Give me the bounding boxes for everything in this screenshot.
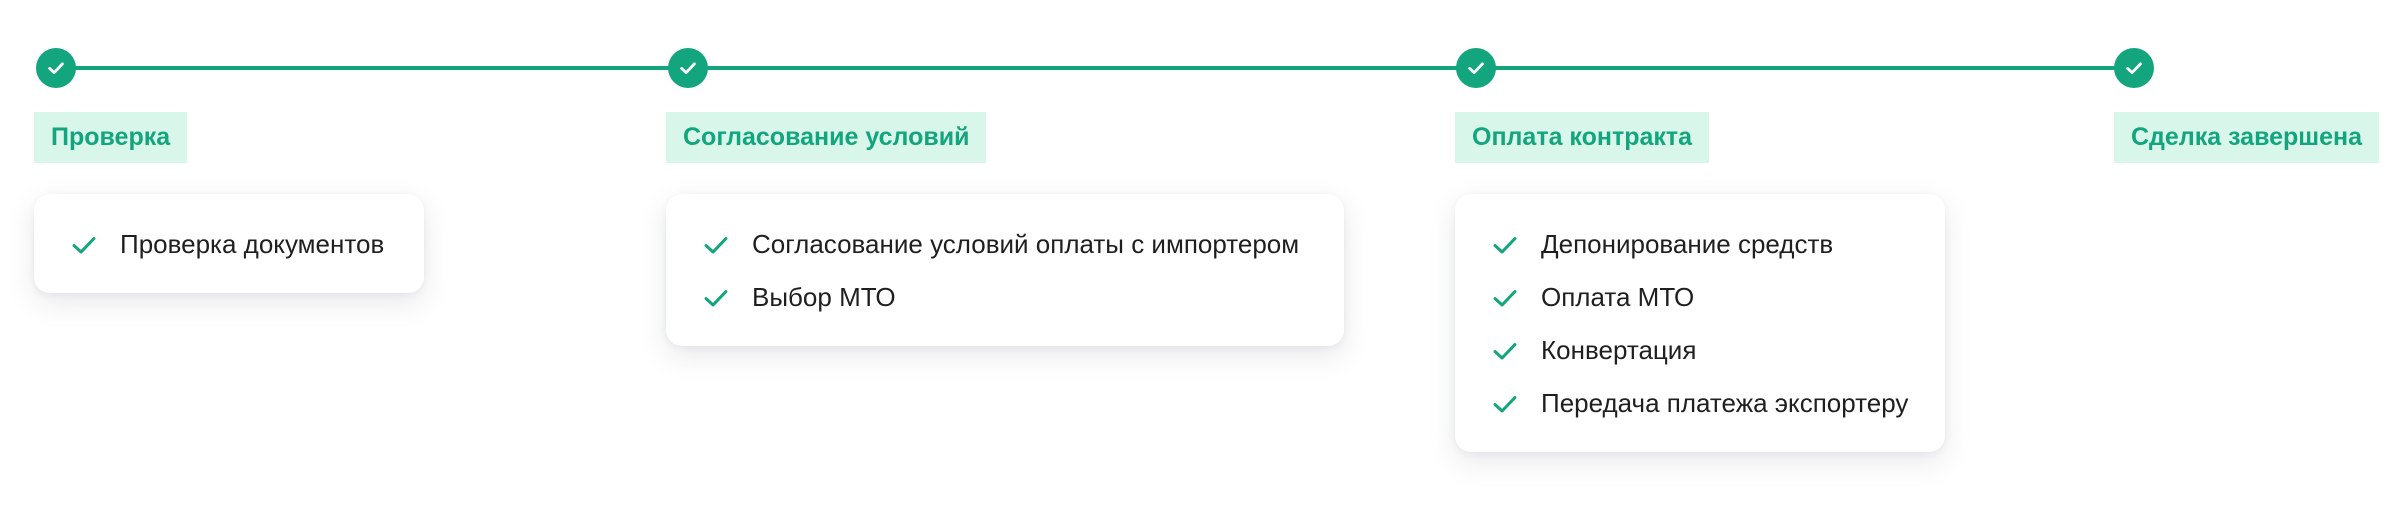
- task-label: Конвертация: [1541, 335, 1697, 365]
- stage-2-task-card: Согласование условий оплаты с импортером…: [666, 194, 1344, 346]
- check-icon: [2126, 62, 2142, 74]
- timeline-connector-3: [1476, 66, 2134, 70]
- stage-2-check-icon: [668, 48, 708, 88]
- stage-1-check-icon: [36, 48, 76, 88]
- task-label: Выбор МТО: [752, 282, 896, 312]
- check-icon: [704, 289, 728, 307]
- task-label: Передача платежа экспортеру: [1541, 388, 1909, 418]
- stage-4-label: Сделка завершена: [2114, 112, 2380, 163]
- check-icon: [1493, 289, 1517, 307]
- timeline-connector-1: [56, 66, 688, 70]
- check-icon: [72, 236, 96, 254]
- task-item: Конвертация: [1491, 324, 1909, 377]
- task-label: Депонирование средств: [1541, 229, 1834, 259]
- stage-3-label: Оплата контракта: [1455, 112, 1710, 163]
- check-icon: [1493, 395, 1517, 413]
- task-item: Проверка документов: [70, 218, 388, 271]
- stage-1-task-card: Проверка документов: [34, 194, 424, 293]
- check-icon: [1493, 342, 1517, 360]
- task-item: Согласование условий оплаты с импортером: [702, 218, 1308, 271]
- check-icon: [48, 62, 64, 74]
- stage-3-task-card: Депонирование средств Оплата МТО Конверт…: [1455, 194, 1945, 452]
- check-icon: [1493, 236, 1517, 254]
- task-item: Депонирование средств: [1491, 218, 1909, 271]
- check-icon: [680, 62, 696, 74]
- check-icon: [704, 236, 728, 254]
- check-icon: [1468, 62, 1484, 74]
- stage-4-check-icon: [2114, 48, 2154, 88]
- task-label: Проверка документов: [120, 229, 385, 259]
- stage-2-label: Согласование условий: [666, 112, 987, 163]
- task-label: Согласование условий оплаты с импортером: [752, 229, 1300, 259]
- task-label: Оплата МТО: [1541, 282, 1695, 312]
- task-item: Выбор МТО: [702, 271, 1308, 324]
- task-item: Передача платежа экспортеру: [1491, 377, 1909, 430]
- stage-1-label: Проверка: [34, 112, 188, 163]
- stage-3-check-icon: [1456, 48, 1496, 88]
- timeline-connector-2: [688, 66, 1476, 70]
- task-item: Оплата МТО: [1491, 271, 1909, 324]
